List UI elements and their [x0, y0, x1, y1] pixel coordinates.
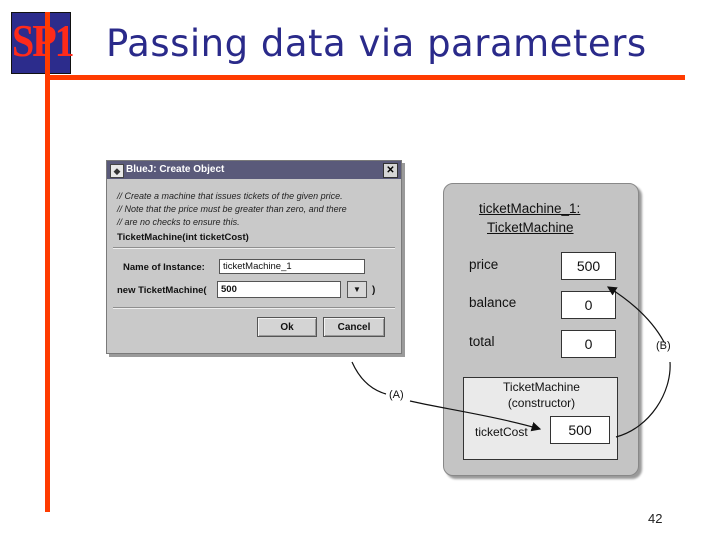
chevron-down-icon[interactable]: ▼ — [347, 281, 367, 298]
instance-name-label: Name of Instance: — [123, 262, 205, 273]
constructor-comment-line-3: // are no checks to ensure this. — [117, 217, 240, 227]
instance-name-input[interactable] — [219, 259, 365, 274]
parameter-input[interactable]: 500 — [217, 281, 341, 298]
slide-title: Passing data via parameters — [106, 22, 647, 65]
bluej-app-icon: ◆ — [110, 164, 124, 178]
closing-paren: ) — [372, 285, 376, 296]
arrow-a-to-param — [409, 400, 542, 432]
field-name-price: price — [469, 257, 499, 272]
accent-vertical-bar — [45, 12, 50, 512]
arrow-a-from-dialog — [351, 361, 387, 395]
logo-text: SP1 — [12, 14, 75, 67]
field-value-total: 0 — [561, 330, 616, 358]
field-value-price: 500 — [561, 252, 616, 280]
field-value-balance: 0 — [561, 291, 616, 319]
constructor-title: TicketMachine — [503, 380, 580, 394]
callout-label-b: (B) — [656, 340, 671, 352]
field-name-balance: balance — [469, 295, 517, 310]
parameter-label: new TicketMachine( — [117, 285, 207, 296]
constructor-comment-line-1: // Create a machine that issues tickets … — [117, 191, 343, 201]
arrow-b-from-param — [615, 361, 671, 438]
constructor-box: TicketMachine (constructor) ticketCost 5… — [463, 377, 618, 460]
sp1-logo: SP1 — [11, 12, 75, 74]
dialog-titlebar[interactable]: ◆ BlueJ: Create Object ✕ — [107, 161, 401, 179]
constructor-param-name: ticketCost — [475, 425, 528, 439]
ok-button[interactable]: Ok — [257, 317, 317, 337]
arrow-b-to-price — [606, 286, 665, 343]
field-name-total: total — [469, 334, 495, 349]
create-object-dialog: ◆ BlueJ: Create Object ✕ // Create a mac… — [106, 160, 402, 354]
dialog-divider — [113, 307, 395, 309]
close-icon[interactable]: ✕ — [383, 163, 398, 178]
dialog-divider — [113, 247, 395, 249]
accent-horizontal-bar — [45, 75, 685, 80]
callout-label-a: (A) — [389, 389, 404, 401]
constructor-comment-line-2: // Note that the price must be greater t… — [117, 204, 347, 214]
object-class-name: TicketMachine — [487, 220, 574, 235]
cancel-button[interactable]: Cancel — [323, 317, 385, 337]
constructor-param-value: 500 — [550, 416, 610, 444]
page-number: 42 — [648, 511, 663, 526]
constructor-subtitle: (constructor) — [507, 396, 576, 410]
constructor-signature: TicketMachine(int ticketCost) — [117, 232, 249, 243]
object-instance-name: ticketMachine_1: — [479, 201, 581, 216]
dialog-title: BlueJ: Create Object — [126, 164, 225, 175]
